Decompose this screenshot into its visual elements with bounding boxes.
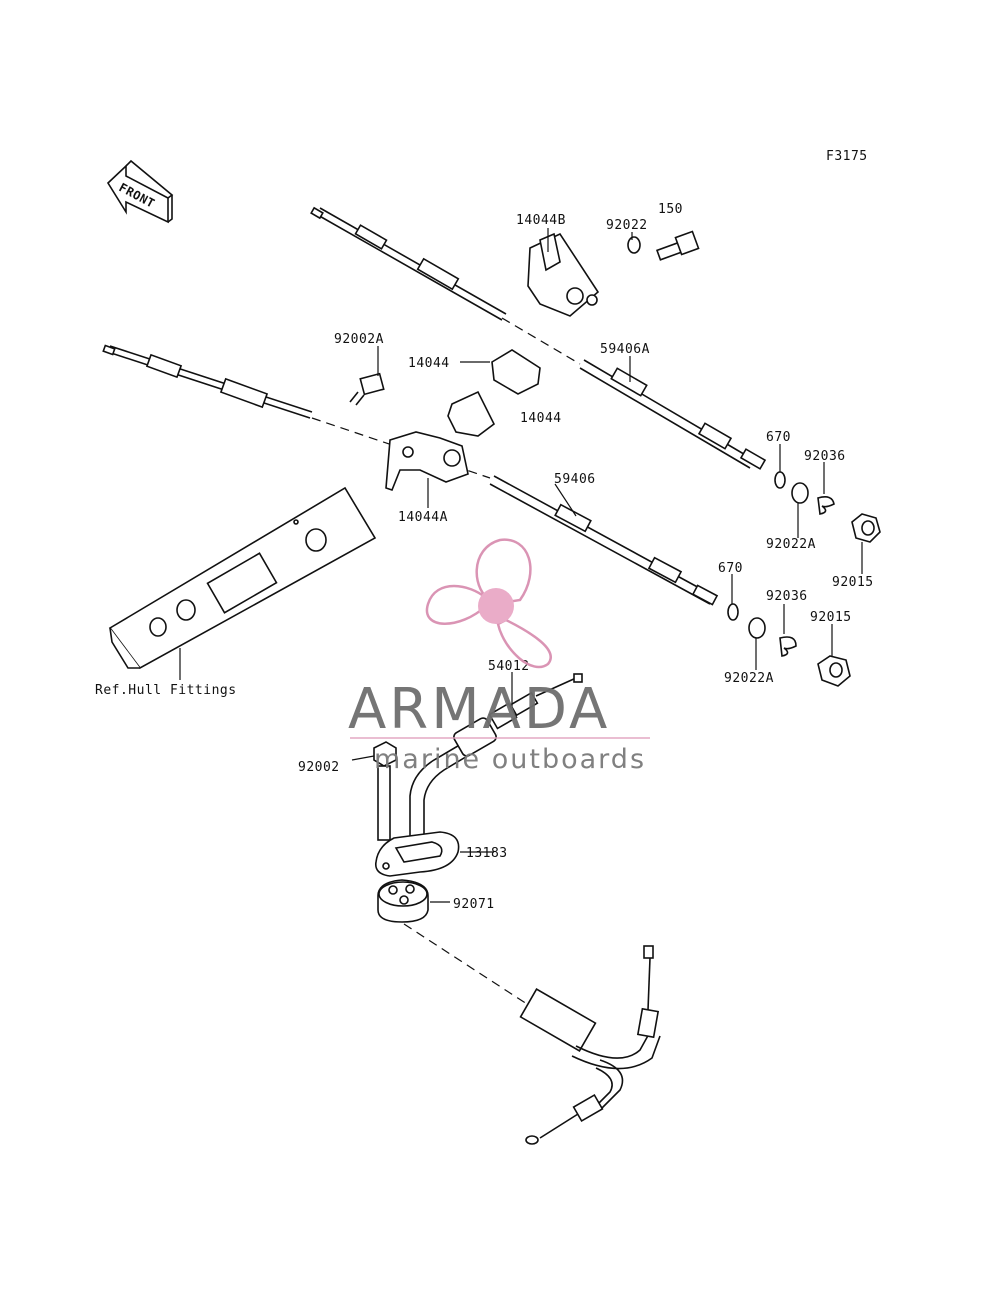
washer-92022A-top <box>791 482 809 504</box>
bolt-150 <box>655 230 700 261</box>
clip-92036-top <box>817 496 835 515</box>
callout-92002A: 92002A <box>334 332 384 347</box>
throttle-cable-lower <box>403 923 661 1145</box>
callout-92036-top: 92036 <box>804 449 846 464</box>
propeller-logo-icon <box>425 538 552 669</box>
nut-92015-bottom <box>817 655 851 687</box>
callout-92071: 92071 <box>453 897 495 912</box>
watermark-tagline: marine outboards <box>374 744 646 775</box>
bracket-14044B <box>527 232 600 317</box>
callout-13183: 13183 <box>466 846 508 861</box>
plate-13183 <box>374 831 460 877</box>
callout-14044A: 14044A <box>398 510 448 525</box>
cable-54012 <box>409 673 583 846</box>
washer-92022A-bottom <box>748 617 766 639</box>
figure-code: F3175 <box>826 149 868 164</box>
grommet-92071 <box>377 879 429 923</box>
callout-150: 150 <box>658 202 683 217</box>
callout-54012: 54012 <box>488 659 530 674</box>
callout-14044-top: 14044 <box>408 356 450 371</box>
bracket-14044A <box>385 431 469 491</box>
callout-92002: 92002 <box>298 760 340 775</box>
o-ring-670-top <box>774 471 786 489</box>
watermark: ARMADA marine outboards <box>348 538 650 775</box>
o-ring-670-bottom <box>727 603 739 621</box>
cable-59406A <box>310 206 767 470</box>
washer-92022 <box>627 236 641 254</box>
callout-92022A-top: 92022A <box>766 537 816 552</box>
clamp-14044-top <box>491 349 541 395</box>
clamp-14044-bottom <box>447 390 496 437</box>
nut-92015-top <box>851 513 881 543</box>
watermark-brand: ARMADA <box>348 677 610 742</box>
bolt-92002 <box>373 741 397 841</box>
callout-14044B: 14044B <box>516 213 566 228</box>
clip-92036-bottom <box>779 636 797 657</box>
callout-92022: 92022 <box>606 218 648 233</box>
leader-lines <box>179 228 863 903</box>
front-arrow-icon: FRONT <box>106 159 174 224</box>
callout-14044-bottom: 14044 <box>520 411 562 426</box>
callout-59406A: 59406A <box>600 342 650 357</box>
bolt-92002A <box>349 372 385 406</box>
callout-92015-bottom: 92015 <box>810 610 852 625</box>
hull-fitting-plate <box>108 486 377 670</box>
callout-670-bottom: 670 <box>718 561 743 576</box>
callout-92036-bottom: 92036 <box>766 589 808 604</box>
callout-ref-hull-fittings: Ref.Hull Fittings <box>95 683 237 698</box>
callout-670-top: 670 <box>766 430 791 445</box>
callout-92022A-bottom: 92022A <box>724 671 774 686</box>
callout-59406: 59406 <box>554 472 596 487</box>
callout-92015-top: 92015 <box>832 575 874 590</box>
